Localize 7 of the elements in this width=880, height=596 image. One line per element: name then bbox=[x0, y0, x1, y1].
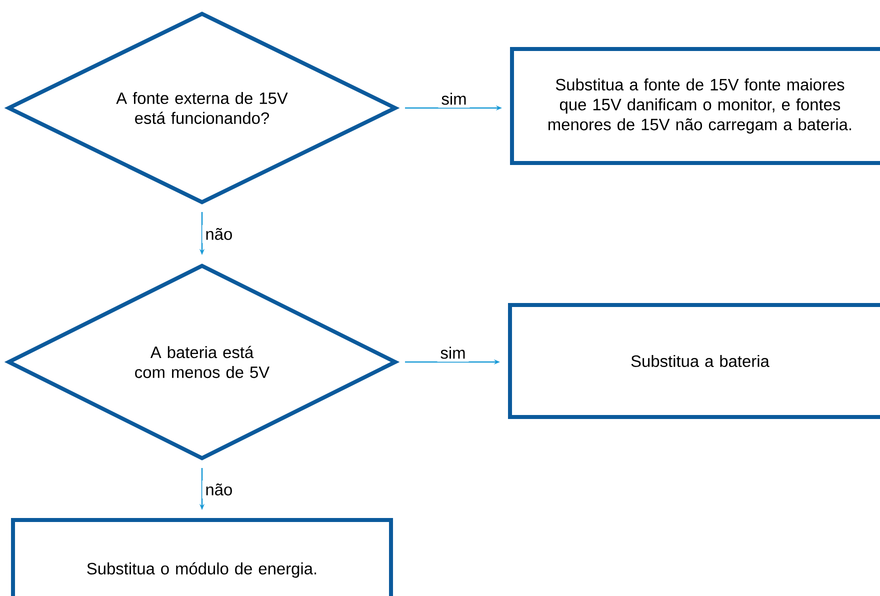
process-box: Substitua o módulo de energia. bbox=[11, 518, 393, 596]
process-box: Substitua a bateria bbox=[508, 302, 880, 419]
edge-label: sim bbox=[437, 344, 469, 362]
edge-label: não bbox=[202, 225, 236, 243]
edge-label: não bbox=[202, 480, 236, 498]
process-box: Substitua a fonte de 15V fonte maiores que 15V danificam o monitor, e fontes menores de 15V não carregam a bateria. bbox=[510, 47, 880, 165]
edge-label: sim bbox=[438, 90, 470, 108]
